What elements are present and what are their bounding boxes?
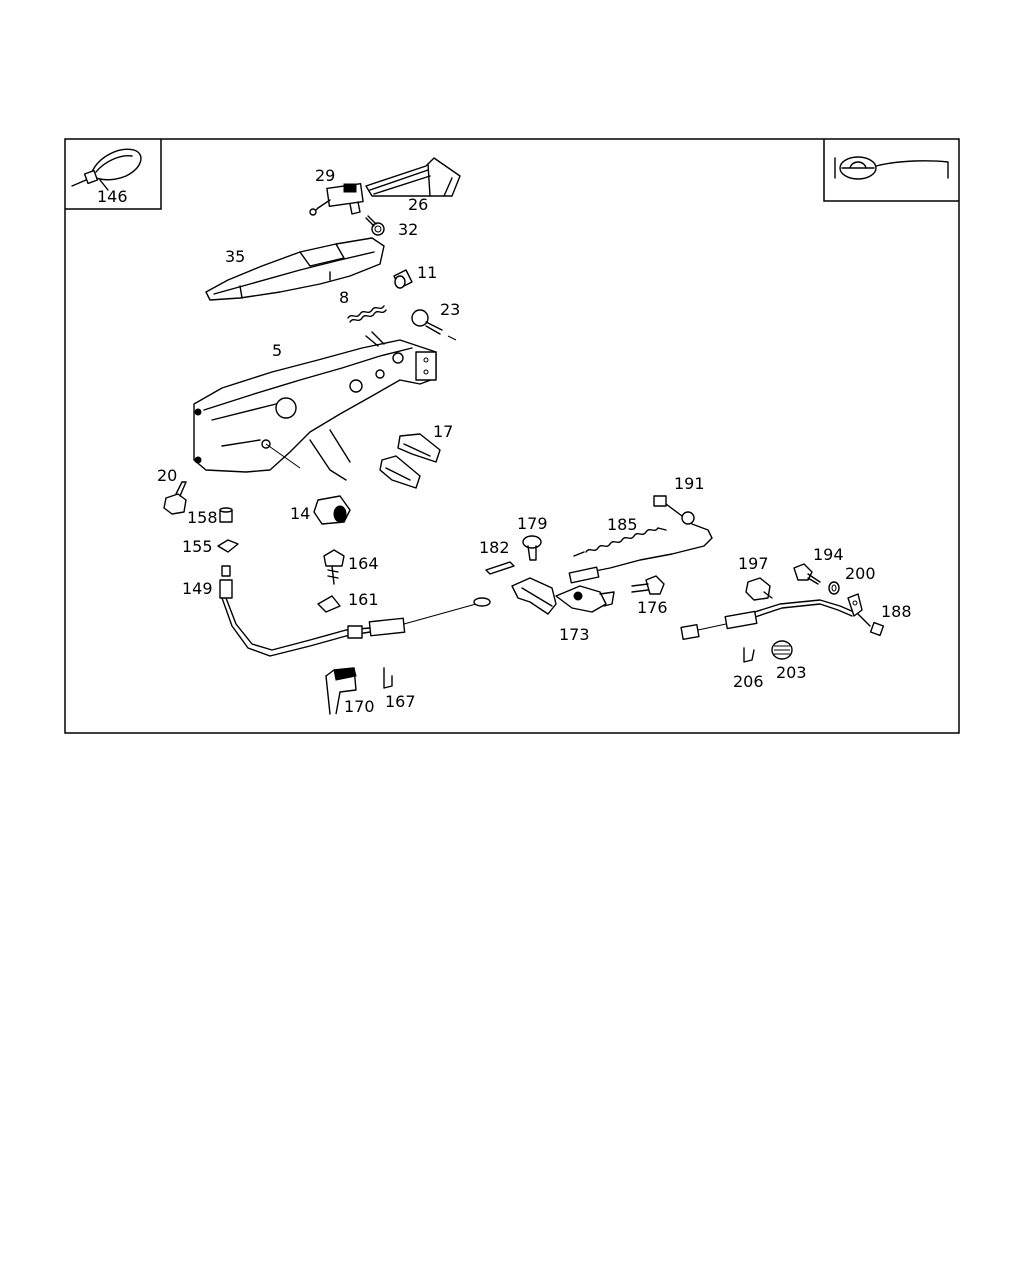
part-188-cable <box>680 593 885 640</box>
part-14-stop-buffer <box>313 495 351 525</box>
diagram-frame <box>64 138 960 734</box>
inset-box-right <box>823 139 959 202</box>
callout-158: 158 <box>187 508 218 527</box>
callout-170: 170 <box>344 697 375 716</box>
part-200-washer <box>828 581 840 595</box>
part-197-bolt <box>745 577 773 601</box>
callout-206: 206 <box>733 672 764 691</box>
part-11-sleeve <box>393 269 413 289</box>
callout-155: 155 <box>182 537 213 556</box>
part-32-screw <box>365 215 385 236</box>
part-155-clip <box>217 539 239 553</box>
callout-197: 197 <box>738 554 769 573</box>
callout-176: 176 <box>637 598 668 617</box>
part-191-cable <box>568 495 713 584</box>
part-26-bracket <box>365 157 461 197</box>
part-8-spring <box>347 305 387 323</box>
part-185-spring <box>573 527 667 557</box>
part-170-clamp <box>325 667 357 715</box>
cable-tie-icon <box>71 148 142 191</box>
part-20-bolt <box>163 481 187 515</box>
callout-32: 32 <box>398 220 418 239</box>
callout-29: 29 <box>315 166 335 185</box>
callout-188: 188 <box>881 602 912 621</box>
part-182-cotter <box>485 561 515 575</box>
callout-194: 194 <box>813 545 844 564</box>
callout-5: 5 <box>272 341 282 360</box>
part-164-screw <box>323 549 345 585</box>
callout-203: 203 <box>776 663 807 682</box>
part-158-bushing <box>219 507 233 523</box>
callout-11: 11 <box>417 263 437 282</box>
callout-17: 17 <box>433 422 453 441</box>
callout-26: 26 <box>408 195 428 214</box>
callout-14: 14 <box>290 504 310 523</box>
inset-left-label: 146 <box>97 187 128 206</box>
part-176-bolt <box>631 575 665 595</box>
part-29-switch <box>309 183 364 216</box>
callout-191: 191 <box>674 474 705 493</box>
inset-box-left: 146 <box>65 139 162 210</box>
callout-182: 182 <box>479 538 510 557</box>
part-17-pedal-pads <box>379 433 441 489</box>
steering-wheel-icon <box>834 156 949 180</box>
callout-149: 149 <box>182 579 213 598</box>
part-194-bolt <box>793 563 821 585</box>
part-206-clip <box>743 647 755 663</box>
part-23-bolt <box>411 309 457 341</box>
callout-185: 185 <box>607 515 638 534</box>
callout-20: 20 <box>157 466 177 485</box>
callout-173: 173 <box>559 625 590 644</box>
part-161-nut-plate <box>317 595 341 613</box>
callout-8: 8 <box>339 288 349 307</box>
part-203-grommet <box>771 640 793 660</box>
part-35-cover <box>205 237 385 301</box>
part-149-cable <box>219 565 491 657</box>
callout-167: 167 <box>385 692 416 711</box>
part-5-pedal-box <box>193 331 437 481</box>
part-167-clip <box>383 667 393 689</box>
callout-179: 179 <box>517 514 548 533</box>
callout-161: 161 <box>348 590 379 609</box>
callout-164: 164 <box>348 554 379 573</box>
callout-labels: 29 26 32 35 11 8 23 5 17 20 158 14 155 1… <box>157 166 912 716</box>
callout-23: 23 <box>440 300 460 319</box>
part-173-lever <box>511 577 615 615</box>
callout-35: 35 <box>225 247 245 266</box>
part-179-pin <box>522 535 542 561</box>
callout-200: 200 <box>845 564 876 583</box>
